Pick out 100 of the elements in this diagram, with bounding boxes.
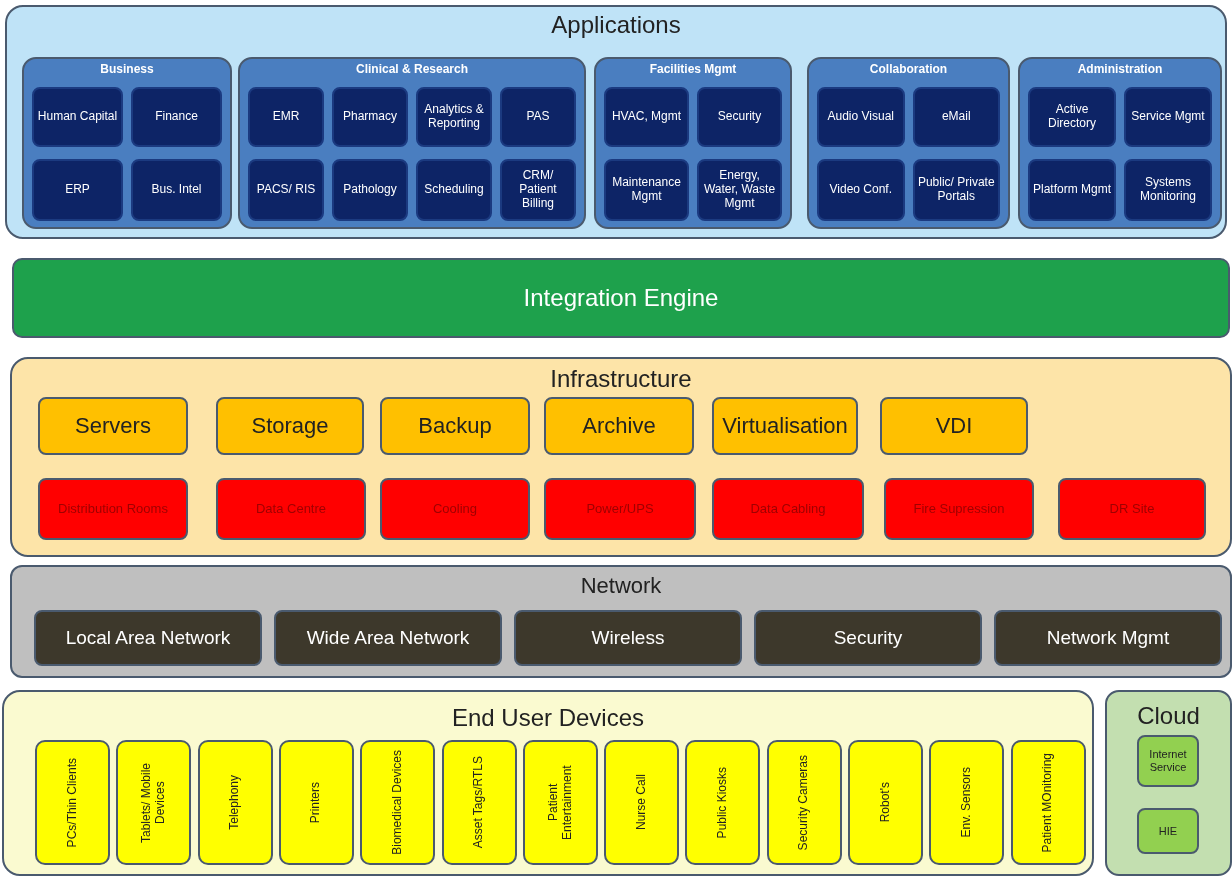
box-label: Security [833,627,903,649]
application-box [912,159,1000,221]
box-label: Power/UPS [586,501,654,517]
box-label: PAS [526,110,550,124]
device-box [441,740,517,865]
layer-heading: Infrastructure [549,365,693,393]
box-label: Archive [582,413,656,439]
network-layer [10,565,1232,678]
facility-box [380,478,530,540]
box-label: Patient MOnitoring [1041,752,1055,853]
network-box [754,610,982,666]
application-box [32,159,123,221]
box-label: Storage [251,413,329,439]
application-box [697,159,782,221]
facility-box [712,478,864,540]
box-label: Security Cameras [797,754,812,851]
box-label: Analytics & Reporting [423,103,485,131]
box-label: Pathology [343,183,397,197]
application-box [332,159,408,221]
box-label: VDI [935,413,973,439]
box-label: Asset Tags/RTLS [472,756,486,849]
application-box [131,159,222,221]
box-label: Data Centre [255,501,327,517]
box-label: Service Mgmt [1131,110,1205,124]
device-box [360,740,436,865]
end-user-devices-layer [2,690,1094,876]
application-group [807,57,1010,229]
box-label: Fire Supression [913,501,1005,517]
box-label: Servers [75,413,151,439]
box-label: HVAC, Mgmt [611,110,682,124]
infrastructure-layer [10,357,1232,557]
application-box [604,159,689,221]
device-box [116,740,192,865]
infrastructure-box [216,397,364,455]
infrastructure-box [38,397,188,455]
box-label: Scheduling [424,183,484,197]
box-label: Patient Entertainment [546,764,575,842]
box-label: Pharmacy [343,110,397,124]
cloud-service-box [1137,735,1199,787]
facility-box [216,478,366,540]
infrastructure-box [544,397,694,455]
box-label: Bus. Intel [151,183,202,197]
facility-box [1058,478,1206,540]
box-label: Data Cabling [750,501,826,517]
box-label: Env. Sensors [959,767,974,838]
box-label: PCs/Thin Clients [65,757,80,848]
box-label: HIE [1158,824,1178,838]
box-label: Finance [155,110,198,124]
layer-heading: Clinical & Research [354,63,470,77]
box-label: Integration Engine [523,284,719,312]
box-label: Robot's [878,782,893,823]
application-box [500,87,576,147]
box-label: Internet Service [1148,748,1188,774]
application-group [22,57,232,229]
box-label: Backup [418,413,492,439]
layer-heading: Facilities Mgmt [648,63,738,77]
box-label: Nurse Call [634,774,649,831]
box-label: Wide Area Network [306,627,470,649]
application-box [416,87,492,147]
application-group [594,57,792,229]
device-box [604,740,680,865]
application-box [817,87,905,147]
application-box [604,87,689,147]
device-box [685,740,761,865]
box-label: Public Kiosks [716,766,730,839]
device-box [929,740,1005,865]
box-label: CRM/ Patient Billing [518,169,558,211]
box-label: ERP [65,183,90,197]
box-label: Local Area Network [65,627,231,649]
application-box [131,87,222,147]
device-box [278,740,354,865]
application-box [332,87,408,147]
box-label: Biomedical Devices [390,750,405,855]
box-label: Human Capital [37,110,118,124]
box-label: eMail [941,110,971,124]
layer-heading: Administration [1076,63,1164,77]
box-label: EMR [272,110,300,124]
box-label: Audio Visual [827,110,894,124]
device-box [848,740,923,865]
infrastructure-box [380,397,530,455]
box-label: Public/ Private Portals [916,176,996,204]
box-label: Wireless [591,627,665,649]
box-label: Energy, Water, Waste Mgmt [702,169,777,211]
box-label: DR Site [1109,501,1155,517]
application-box [248,159,324,221]
box-label: PACS/ RIS [256,183,316,197]
box-label: Maintenance Mgmt [611,176,682,204]
box-label: Telephony [228,775,242,830]
application-box [1124,159,1212,221]
box-label: Video Conf. [829,183,892,197]
device-box [1010,740,1086,865]
applications-layer [5,5,1227,239]
application-box [248,87,324,147]
box-label: Virtualisation [722,413,848,439]
layer-heading: Collaboration [868,63,949,77]
infrastructure-box [712,397,858,455]
box-label: Security [717,110,762,124]
layer-heading: Network [579,573,663,599]
layer-heading: End User Devices [450,704,646,732]
application-box [817,159,905,221]
